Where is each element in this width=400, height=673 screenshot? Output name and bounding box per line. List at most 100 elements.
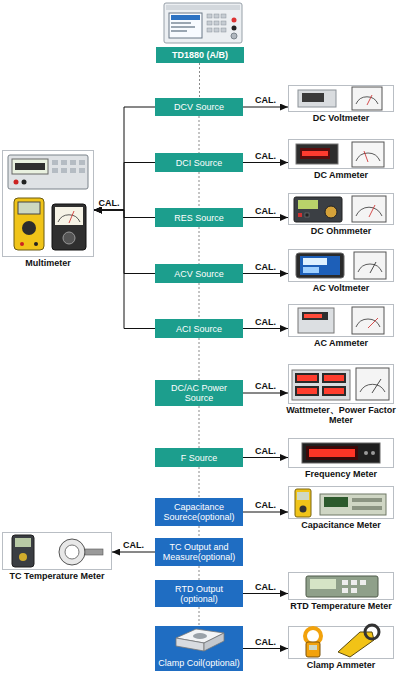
node-text: DC Voltmeter	[277, 113, 400, 123]
node-text: DC Ohmmeter	[277, 226, 400, 236]
source-box: RES Source	[155, 208, 243, 227]
node-text: Multimeter	[0, 258, 105, 268]
device-label: TD1880 (A/B)	[156, 47, 244, 63]
node-text: Clamp Ammeter	[277, 660, 400, 670]
source-box: ACV Source	[155, 264, 243, 283]
instrument-box: Clamp Ammeter	[288, 626, 394, 659]
calibration-arrow	[112, 552, 155, 553]
optional-source-box: RTD Output (optional)	[155, 580, 243, 607]
node-text: DC/AC Power Source	[155, 383, 243, 403]
edge-label: CAL.	[123, 540, 144, 550]
dotted-link	[199, 63, 200, 98]
node-text: Capacitance Meter	[277, 520, 400, 530]
meter-illustration	[302, 443, 380, 463]
edge-label: CAL.	[255, 262, 276, 272]
dotted-link	[199, 607, 200, 626]
dotted-link	[199, 406, 200, 448]
edge-label: CAL.	[255, 206, 276, 216]
edge-label: CAL.	[255, 446, 276, 456]
dotted-link	[199, 566, 200, 580]
meter-illustration	[294, 196, 386, 222]
edge-label: CAL.	[255, 637, 276, 647]
calibration-arrow	[243, 457, 288, 458]
optional-source-box: Capacitance Sourece(optional)	[155, 498, 243, 526]
node-text: AC Voltmeter	[277, 283, 400, 293]
node-text: TC Output and Measure(optional)	[155, 542, 243, 562]
calibration-arrow	[243, 273, 288, 274]
edge-label: CAL.	[255, 317, 276, 327]
node-text: RES Source	[172, 213, 226, 223]
node-text: Clamp Coil(optional)	[156, 658, 242, 668]
dotted-link	[199, 467, 200, 498]
instrument-box: RTD Temperature Meter	[288, 572, 394, 600]
dotted-link	[199, 227, 200, 264]
calibration-arrow	[243, 648, 288, 649]
instrument-box: AC Voltmeter	[288, 249, 394, 282]
instrument-box: DC Ammeter	[288, 139, 394, 169]
meter-illustration	[292, 368, 389, 400]
node-text: ACV Source	[172, 269, 226, 279]
calibration-arrow	[94, 163, 155, 211]
meter-illustration	[306, 576, 378, 597]
dotted-link	[199, 116, 200, 153]
edge-label: CAL.	[255, 582, 276, 592]
calibration-arrow	[243, 107, 288, 108]
calibration-arrow	[243, 393, 288, 394]
optional-source-box: TC Output and Measure(optional)	[155, 538, 243, 566]
meter-illustration	[296, 142, 384, 167]
meter-illustration	[295, 489, 386, 517]
calibration-arrow	[243, 162, 288, 163]
optional-source-box: Clamp Coil(optional)	[155, 626, 243, 671]
instrument-box: AC Ammeter	[288, 304, 394, 337]
node-text: F Source	[179, 453, 220, 463]
source-box: DCV Source	[155, 98, 243, 116]
calibration-arrow	[243, 593, 288, 594]
edge-label: CAL.	[255, 500, 276, 510]
source-box: DCI Source	[155, 153, 243, 172]
node-text: TC Temperature Meter	[0, 571, 123, 581]
calibration-arrow	[243, 328, 288, 329]
instrument-box: DC Voltmeter	[288, 85, 394, 112]
node-text: DC Ammeter	[277, 170, 400, 180]
node-text: DCV Source	[172, 102, 226, 112]
node-text: DCI Source	[174, 158, 225, 168]
instrument-box: Multimeter	[2, 150, 94, 257]
instrument-box: Frequency Meter	[288, 438, 394, 468]
dotted-link	[199, 283, 200, 319]
source-box: F Source	[155, 448, 243, 467]
node-text: ACI Source	[174, 324, 224, 334]
node-text: RTD Output (optional)	[155, 584, 243, 604]
meter-illustration	[298, 87, 382, 110]
calibrator-device	[164, 3, 242, 43]
node-text: AC Ammeter	[277, 338, 400, 348]
clamp-coil-illustration	[176, 629, 224, 651]
edge-label: CAL.	[255, 95, 276, 105]
calibration-arrow	[243, 512, 288, 513]
node-text: Capacitance Sourece(optional)	[155, 502, 243, 522]
node-text: Wattmeter、Power Factor Meter	[277, 405, 400, 425]
meter-illustration	[296, 252, 386, 279]
calibration-arrow	[94, 210, 155, 329]
meter-illustration	[12, 535, 103, 567]
node-text: Frequency Meter	[277, 469, 400, 479]
calibration-arrow	[94, 107, 155, 210]
source-box: ACI Source	[155, 319, 243, 338]
dotted-link	[199, 172, 200, 208]
instrument-box: Capacitance Meter	[288, 486, 394, 519]
calibration-arrow	[243, 217, 288, 218]
meter-illustration	[298, 307, 384, 334]
instrument-box: Wattmeter、Power Factor Meter	[288, 364, 394, 404]
dotted-link	[199, 526, 200, 538]
source-box: DC/AC Power Source	[155, 380, 243, 406]
edge-label: CAL.	[255, 151, 276, 161]
edge-label: CAL.	[255, 381, 276, 391]
meter-illustration	[305, 625, 379, 657]
meter-illustration	[8, 155, 88, 250]
node-text: RTD Temperature Meter	[277, 601, 400, 611]
instrument-box: DC Ohmmeter	[288, 193, 394, 225]
edge-label: CAL.	[99, 198, 120, 208]
dotted-link	[199, 338, 200, 380]
